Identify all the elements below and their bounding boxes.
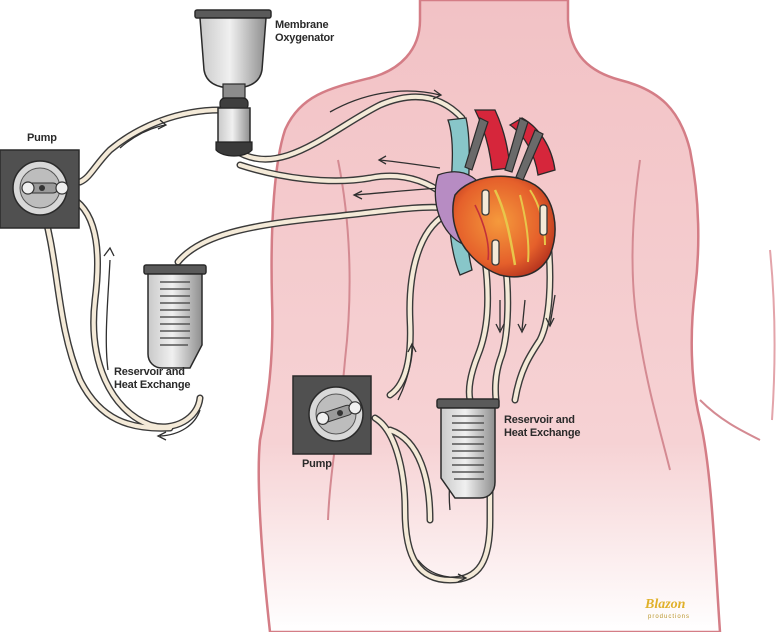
membrane-oxygenator-label: Membrane Oxygenator	[275, 19, 335, 44]
membrane-oxygenator	[194, 9, 272, 157]
reservoir-left-label: Reservoir and Heat Exchange	[114, 366, 191, 391]
torso	[257, 0, 776, 632]
reservoir-right-label: Reservoir and Heat Exchange	[504, 414, 581, 439]
heart	[434, 109, 556, 278]
reservoir-left	[143, 264, 207, 369]
pump-bottom	[292, 375, 372, 455]
pump-top	[0, 149, 80, 229]
reservoir-right	[436, 398, 500, 499]
blazon-logo: Blazon	[645, 597, 686, 612]
flow-arrows	[103, 89, 556, 583]
pump-top-label: Pump	[27, 132, 57, 144]
pump-bottom-label: Pump	[302, 458, 332, 470]
tubing	[36, 93, 554, 584]
blazon-logo-subtitle: productions	[648, 614, 691, 620]
